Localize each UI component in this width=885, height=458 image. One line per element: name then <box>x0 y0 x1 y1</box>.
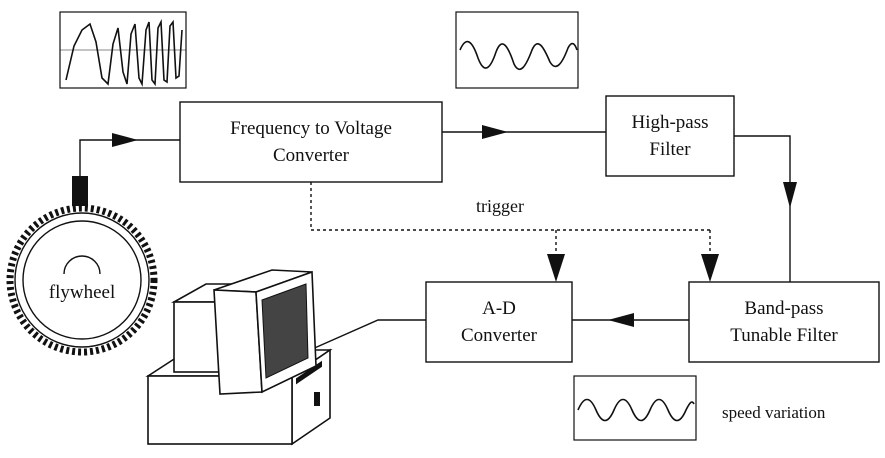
arrowhead <box>482 125 508 139</box>
flywheel-label: flywheel <box>49 282 115 303</box>
arrowhead <box>608 313 634 327</box>
computer-cable <box>309 319 426 351</box>
speed-variation-scope <box>573 375 697 441</box>
arrowhead <box>783 182 797 208</box>
adc-label-line1: A-D <box>482 298 516 319</box>
input-signal-scope <box>59 11 187 89</box>
bandpass-label-line2: Tunable Filter <box>730 325 838 346</box>
toothed-flywheel-icon: flywheel <box>6 204 158 356</box>
arrowhead <box>112 133 138 147</box>
monitor-screen <box>261 283 309 379</box>
f2v-block: Frequency to Voltage Converter <box>179 101 443 183</box>
adc-label-line2: Converter <box>461 325 538 346</box>
bandpass-label-line1: Band-pass <box>744 298 823 319</box>
sine-waveform <box>577 398 695 422</box>
trigger-lines <box>310 182 719 282</box>
highpass-label-line1: High-pass <box>631 112 708 133</box>
chirp-waveform <box>65 18 183 87</box>
f2v-label-line1: Frequency to Voltage <box>230 118 392 139</box>
trigger-label: trigger <box>476 196 524 216</box>
f2v-to-highpass-wire <box>442 125 606 139</box>
bandpass-block: Band-pass Tunable Filter <box>688 281 880 363</box>
highpass-to-bandpass-wire <box>734 135 797 282</box>
speed-variation-label: speed variation <box>722 403 826 422</box>
desktop-computer-icon <box>145 269 333 446</box>
sensor-to-f2v-wire <box>79 133 180 176</box>
rotation-arc <box>63 255 101 275</box>
noisy-waveform <box>459 40 578 70</box>
pickup-sensor-icon <box>72 176 88 206</box>
adc-block: A-D Converter <box>425 281 573 363</box>
f2v-output-scope <box>455 11 579 89</box>
highpass-label-line2: Filter <box>649 139 691 160</box>
f2v-label-line2: Converter <box>273 145 350 166</box>
trigger-arrowhead-bandpass <box>701 254 719 282</box>
highpass-block: High-pass Filter <box>605 95 735 177</box>
trigger-arrowhead-adc <box>547 254 565 282</box>
bandpass-to-adc-wire <box>572 313 689 327</box>
